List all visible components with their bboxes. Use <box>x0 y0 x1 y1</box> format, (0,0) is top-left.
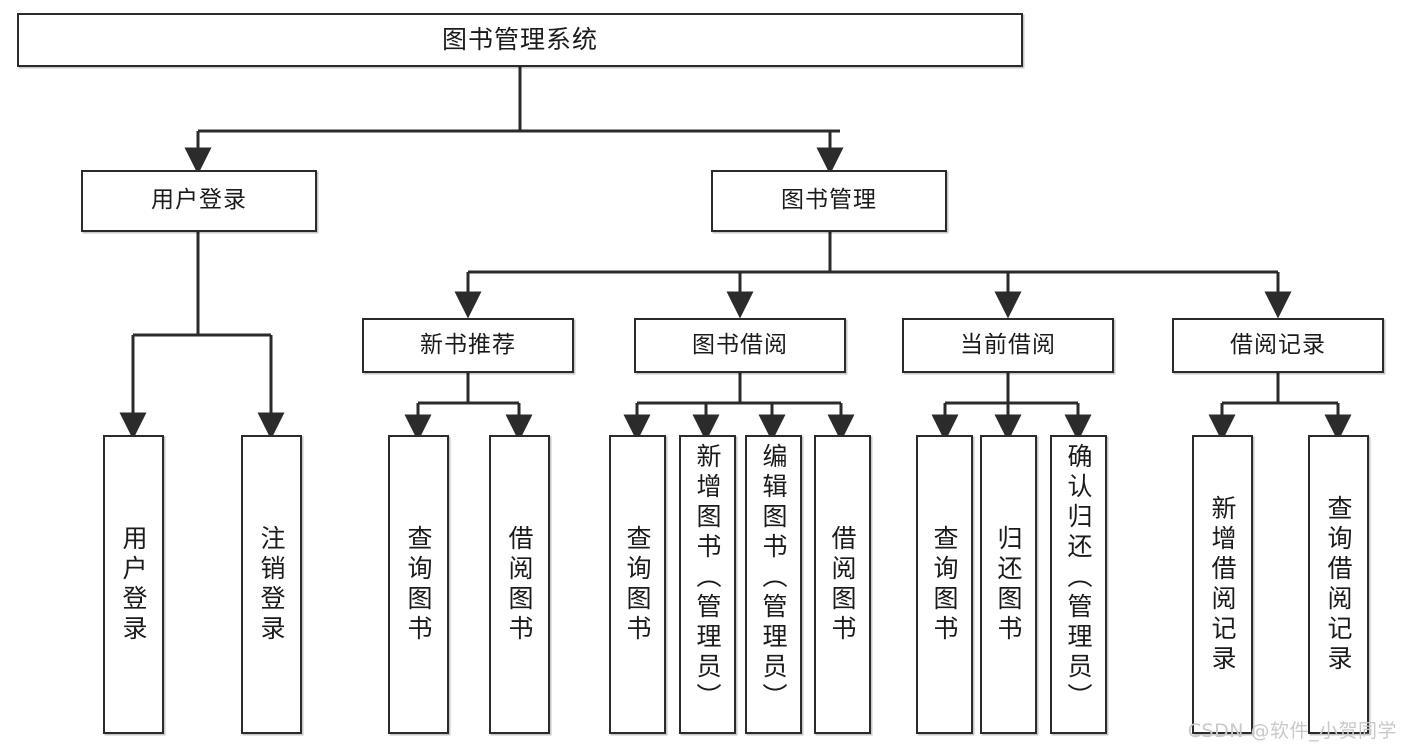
node-leaf-query-book-borrow-label: 查询图书 <box>623 524 652 645</box>
node-new-book-recommend-label: 新书推荐 <box>420 331 516 358</box>
node-new-book-recommend[interactable]: 新书推荐 <box>362 318 574 373</box>
node-leaf-query-book-current-label: 查询图书 <box>930 524 959 645</box>
node-book-management[interactable]: 图书管理 <box>711 170 947 232</box>
node-leaf-add-borrow-record-label: 新增借阅记录 <box>1208 494 1237 675</box>
node-leaf-borrow-book[interactable]: 借阅图书 <box>814 435 871 734</box>
node-leaf-confirm-return[interactable]: 确认归还（管理员） <box>1050 435 1107 734</box>
node-leaf-edit-book[interactable]: 编辑图书（管理员） <box>745 435 802 734</box>
node-leaf-user-login[interactable]: 用户登录 <box>103 435 164 734</box>
node-book-borrow-label: 图书借阅 <box>692 331 788 358</box>
node-root-label: 图书管理系统 <box>441 25 598 54</box>
node-leaf-query-book-current[interactable]: 查询图书 <box>916 435 973 734</box>
node-leaf-return-book[interactable]: 归还图书 <box>980 435 1037 734</box>
node-leaf-borrow-book-label: 借阅图书 <box>828 524 857 645</box>
node-leaf-query-borrow-record-label: 查询借阅记录 <box>1324 494 1353 675</box>
node-borrow-record-label: 借阅记录 <box>1230 331 1326 358</box>
node-leaf-add-book-label: 新增图书（管理员） <box>693 443 722 713</box>
node-leaf-borrow-book-new-label: 借阅图书 <box>505 524 534 645</box>
node-leaf-logout[interactable]: 注销登录 <box>241 435 302 734</box>
node-leaf-query-borrow-record[interactable]: 查询借阅记录 <box>1308 435 1369 734</box>
node-leaf-logout-label: 注销登录 <box>257 524 286 645</box>
node-book-management-label: 图书管理 <box>781 187 877 214</box>
node-leaf-confirm-return-label: 确认归还（管理员） <box>1064 443 1093 713</box>
node-leaf-edit-book-label: 编辑图书（管理员） <box>759 443 788 713</box>
node-book-borrow[interactable]: 图书借阅 <box>634 318 846 373</box>
node-user-login[interactable]: 用户登录 <box>81 170 317 232</box>
node-current-borrow[interactable]: 当前借阅 <box>902 318 1114 373</box>
node-leaf-query-book-borrow[interactable]: 查询图书 <box>609 435 666 734</box>
node-leaf-borrow-book-new[interactable]: 借阅图书 <box>489 435 550 734</box>
node-leaf-return-book-label: 归还图书 <box>994 524 1023 645</box>
node-leaf-user-login-label: 用户登录 <box>119 524 148 645</box>
node-user-login-label: 用户登录 <box>151 187 247 214</box>
node-root[interactable]: 图书管理系统 <box>17 13 1023 67</box>
node-borrow-record[interactable]: 借阅记录 <box>1172 318 1384 373</box>
csdn-watermark: CSDN @软件_小贺同学 <box>1187 720 1397 742</box>
node-current-borrow-label: 当前借阅 <box>960 331 1056 358</box>
node-leaf-add-borrow-record[interactable]: 新增借阅记录 <box>1192 435 1253 734</box>
node-leaf-add-book[interactable]: 新增图书（管理员） <box>679 435 736 734</box>
node-leaf-query-book-new[interactable]: 查询图书 <box>388 435 449 734</box>
node-leaf-query-book-new-label: 查询图书 <box>404 524 433 645</box>
